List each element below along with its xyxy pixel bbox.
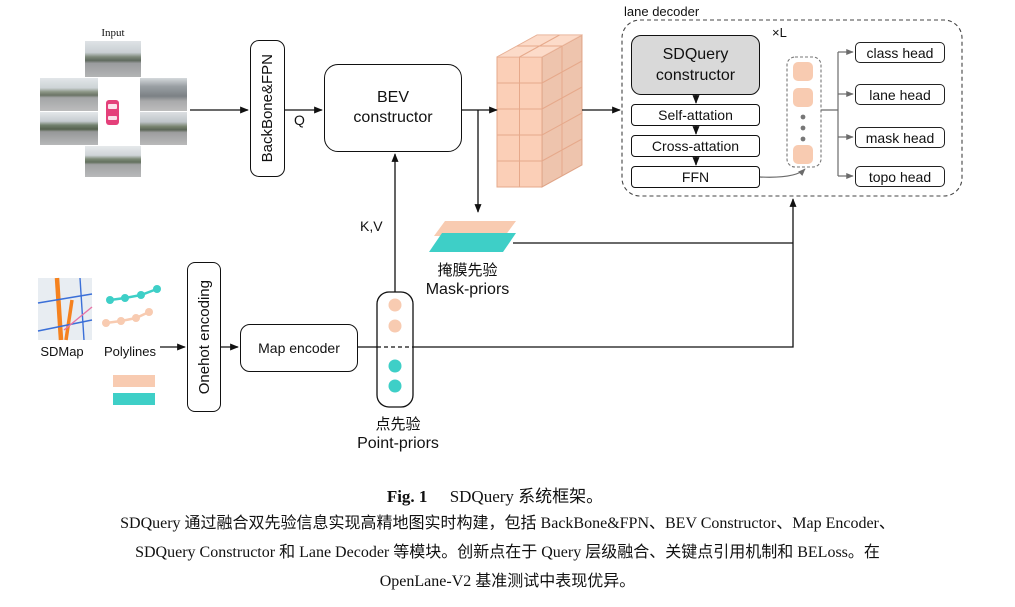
onehot-encoding-block: Onehot encoding [187, 262, 221, 412]
ellipsis-dot [800, 136, 806, 142]
sdmap-icon [37, 277, 93, 341]
onehot-encoding-label: Onehot encoding [195, 279, 213, 395]
line-queries-to-heads [821, 52, 839, 176]
sdmap-label: SDMap [40, 344, 84, 359]
car-icon [106, 100, 119, 125]
polylines-icon [102, 285, 161, 327]
mask-prior-peach [434, 221, 516, 236]
camera-image-front-left [40, 78, 98, 111]
arrow-ffn-to-queries [759, 168, 806, 178]
map-encoder-label: Map encoder [258, 340, 340, 356]
bev-constructor-block: BEV constructor [324, 64, 462, 152]
input-label: Input [101, 27, 125, 39]
arrow-priors-to-decoder [413, 198, 797, 348]
query-label: Q [294, 112, 305, 128]
figure-caption-title: Fig. 1 SDQuery 系统框架。 [0, 487, 990, 507]
backbone-fpn-label: BackBone&FPN [259, 54, 276, 163]
point-priors-label-en: Point-priors [357, 435, 439, 452]
decoder-repeat-label: ×L [772, 25, 787, 40]
query-token [793, 145, 813, 164]
point-priors-label: 点先验 Point-priors [338, 416, 458, 453]
key-value-label: K,V [360, 218, 383, 234]
figure-title: SDQuery 系统框架。 [449, 487, 604, 506]
caption-line-2: SDQuery Constructor 和 Lane Decoder 等模块。创… [135, 544, 880, 561]
caption-line-1: SDQuery 通过融合双先验信息实现高精地图实时构建，包括 BackBone&… [120, 515, 895, 532]
sdquery-constructor-label-line2: constructor [655, 67, 736, 84]
mask-head: mask head [855, 127, 945, 148]
lane-decoder-title: lane decoder [624, 4, 700, 19]
point-priors-label-zh: 点先验 [375, 416, 421, 433]
mask-priors-label-zh: 掩膜先验 [437, 262, 498, 279]
mask-priors-icon [429, 221, 516, 252]
camera-image-front-right [140, 78, 187, 111]
ellipsis-dot [800, 125, 806, 131]
backbone-fpn-block: BackBone&FPN [250, 40, 285, 177]
lane-head: lane head [855, 84, 945, 105]
cross-attention-layer: Cross-attation [631, 135, 760, 157]
point-prior-teal [388, 359, 402, 373]
caption-line-3: OpenLane-V2 基准测试中表现优异。 [379, 573, 636, 590]
mask-priors-label-en: Mask-priors [425, 281, 510, 298]
bev-feature-volume [496, 34, 583, 188]
polylines-label: Polylines [103, 344, 157, 359]
sdquery-constructor-label-line1: SDQuery [662, 46, 729, 63]
class-head: class head [855, 42, 945, 63]
camera-image-back-right [140, 112, 187, 145]
mask-prior-teal [429, 233, 516, 252]
ellipsis-dot [800, 114, 806, 120]
query-token [793, 88, 813, 107]
map-encoder-block: Map encoder [240, 324, 358, 372]
query-token [793, 62, 813, 81]
query-stack [786, 56, 822, 168]
sdquery-constructor-block: SDQuery constructor [631, 35, 760, 95]
topo-head: topo head [855, 166, 945, 187]
figure-number: Fig. 1 [386, 487, 428, 506]
ffn-layer: FFN [631, 166, 760, 188]
bev-constructor-label-line1: BEV [376, 89, 409, 106]
point-priors-column [376, 291, 414, 408]
self-attention-layer: Self-attation [631, 104, 760, 126]
camera-image-back [85, 146, 141, 177]
point-prior-peach [388, 319, 402, 333]
mask-priors-label: 掩膜先验 Mask-priors [405, 262, 530, 299]
legend-bar-teal [113, 393, 155, 405]
point-prior-peach [388, 298, 402, 312]
camera-image-front [85, 41, 141, 77]
legend-bar-peach [113, 375, 155, 387]
bev-constructor-label-line2: constructor [353, 109, 433, 126]
lane-decoder-frame [621, 19, 963, 197]
camera-image-back-left [40, 112, 98, 145]
point-prior-teal [388, 379, 402, 393]
